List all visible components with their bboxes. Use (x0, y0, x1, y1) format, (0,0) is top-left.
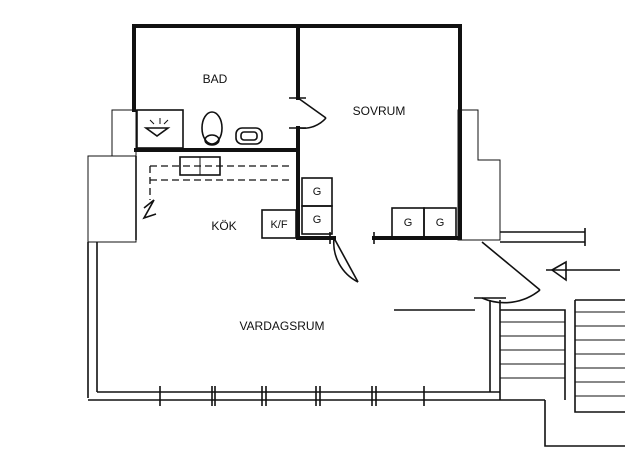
room-label-bad: BAD (203, 72, 228, 86)
kitchen-cabinets (261, 177, 333, 239)
cabinet-label: G (436, 217, 445, 229)
cabinet-label: G (313, 186, 322, 198)
balcony-door (474, 241, 620, 304)
room-label-vardagsrum: VARDAGSRUM (239, 319, 324, 333)
bathroom-fixtures (136, 109, 263, 149)
stairwell (394, 299, 625, 447)
kitchen-counter (135, 156, 290, 240)
cabinet-label: G (313, 214, 322, 226)
bathroom-door (289, 97, 327, 129)
room-label-kok: KÖK (211, 219, 236, 233)
fridge-freezer-label: K/F (270, 219, 287, 231)
window-markers (159, 386, 425, 406)
room-label-sovrum: SOVRUM (353, 104, 406, 118)
bedroom-cabinets (391, 207, 457, 239)
kitchen-door (329, 232, 375, 283)
walls (87, 24, 586, 401)
cabinet-label: G (404, 217, 413, 229)
